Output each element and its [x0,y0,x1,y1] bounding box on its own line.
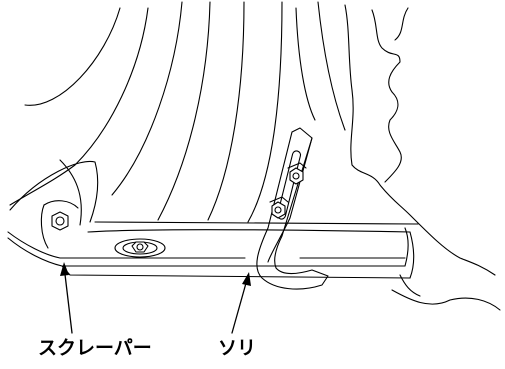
scraper-blade [7,221,419,279]
leader-arrows [60,262,251,334]
scraper-label: スクレーパー [38,337,152,359]
center-bolt [114,238,166,258]
right-outline [344,4,501,311]
left-bolt [40,200,79,249]
sori-skid [256,127,329,290]
sori-label: ソリ [218,337,257,359]
machine-body-lines [9,1,346,226]
